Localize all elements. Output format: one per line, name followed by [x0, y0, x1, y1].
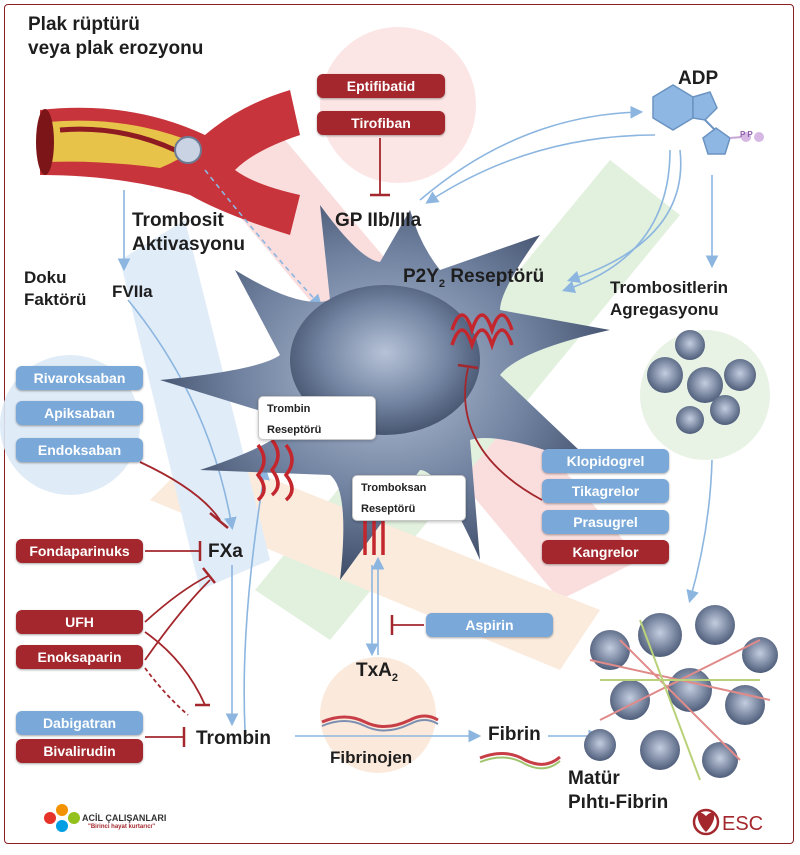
- thrombin-receptor-label: Trombin: [267, 403, 311, 415]
- aggregated-platelets-image: [647, 330, 756, 434]
- thrombin-label: Trombin: [196, 728, 271, 749]
- inhibition-lines: [139, 138, 543, 747]
- esc-heart-icon: [692, 808, 720, 836]
- acil-logo-icon: [44, 804, 80, 832]
- aggregation-label-line2: Agregasyonu: [610, 300, 719, 319]
- thrombin-receptor-box: Trombin Reseptörü: [258, 396, 376, 440]
- platelet-activation-label-line2: Aktivasyonu: [132, 234, 245, 255]
- mature-clot-label: Matür: [568, 768, 620, 789]
- thromboxane-receptor-label: Tromboksan: [361, 482, 427, 494]
- mature-clot-label-line2: Pıhtı-Fibrin: [568, 792, 669, 813]
- drug-ufh: UFH: [16, 610, 143, 634]
- drug-klopidogrel: Klopidogrel: [542, 449, 669, 473]
- drug-endoksaban: Endoksaban: [16, 438, 143, 462]
- fibrinogen-label: Fibrinojen: [330, 748, 413, 767]
- drug-enoksaparin: Enoksaparin: [16, 645, 143, 669]
- acil-logo-tagline: "Birinci hayat kurtarıcı": [88, 824, 156, 830]
- drug-apiksaban: Apiksaban: [16, 401, 143, 425]
- pathway-arrows: [117, 105, 719, 743]
- plaque-label-line2: veya plak erozyonu: [28, 38, 204, 59]
- drug-prasugrel: Prasugrel: [542, 510, 669, 534]
- drug-rivaroksaban: Rivaroksaban: [16, 366, 143, 390]
- thrombin-receptor-label-line2: Reseptörü: [267, 423, 322, 436]
- bg-circle-bottom: [320, 657, 436, 773]
- p2y-receptor-icon: [450, 313, 514, 351]
- drug-tikagrelor: Tikagrelor: [542, 479, 669, 503]
- esc-logo-text: ESC: [722, 813, 764, 835]
- txa2-label: TxA2: [356, 660, 398, 685]
- plaque-label: Plak rüptürü: [28, 14, 140, 35]
- drug-kangrelor: Kangrelor: [542, 540, 669, 564]
- mature-clot-image: [584, 605, 778, 781]
- drug-tirofiban: Tirofiban: [317, 111, 445, 135]
- adp-label: ADP: [678, 68, 719, 89]
- drug-fondaparinuks: Fondaparinuks: [16, 539, 143, 563]
- thromboxane-receptor-box: Tromboksan Reseptörü: [352, 475, 466, 521]
- artery-image: [36, 90, 300, 235]
- fibrin-label: Fibrin: [488, 724, 541, 745]
- thromboxane-receptor-label-line2: Reseptörü: [361, 502, 416, 515]
- thromboxane-receptor-icon: [363, 515, 385, 555]
- platelet-activation-label: Trombosit: [132, 210, 224, 231]
- thrombin-receptor-icon: [255, 438, 294, 502]
- p2y-subscript: 2: [438, 277, 446, 290]
- drug-dabigatran: Dabigatran: [16, 711, 143, 735]
- p2y-text: P2Y: [403, 266, 439, 287]
- p2y-receptor-text: Reseptörü: [450, 266, 545, 287]
- fxa-label: FXa: [208, 541, 243, 562]
- drug-bivalirudin: Bivalirudin: [16, 739, 143, 763]
- p2y2-receptor-label: P2Y2 Reseptörü: [403, 266, 544, 291]
- aggregation-label: Trombositlerin: [610, 278, 729, 297]
- tissue-factor-label: Doku: [24, 268, 67, 287]
- txa-subscript: 2: [391, 671, 399, 684]
- txa-text: TxA: [356, 660, 392, 681]
- gp-iib-iiia-label: GP IIb/IIIa: [335, 210, 422, 231]
- acil-logo-text: ACİL ÇALIŞANLARI: [82, 813, 167, 823]
- fibrin-strand-image: [479, 752, 561, 770]
- drug-eptifibatid: Eptifibatid: [317, 74, 445, 98]
- bg-circle-top: [320, 27, 476, 183]
- tissue-factor-label-line2: Faktörü: [24, 290, 87, 309]
- fibrinogen-strand-image: [321, 714, 439, 732]
- drug-aspirin: Aspirin: [426, 613, 553, 637]
- phosphate-label: P P: [740, 130, 753, 139]
- adp-molecule-icon: [652, 84, 764, 155]
- fviia-label: FVIIa: [112, 282, 153, 301]
